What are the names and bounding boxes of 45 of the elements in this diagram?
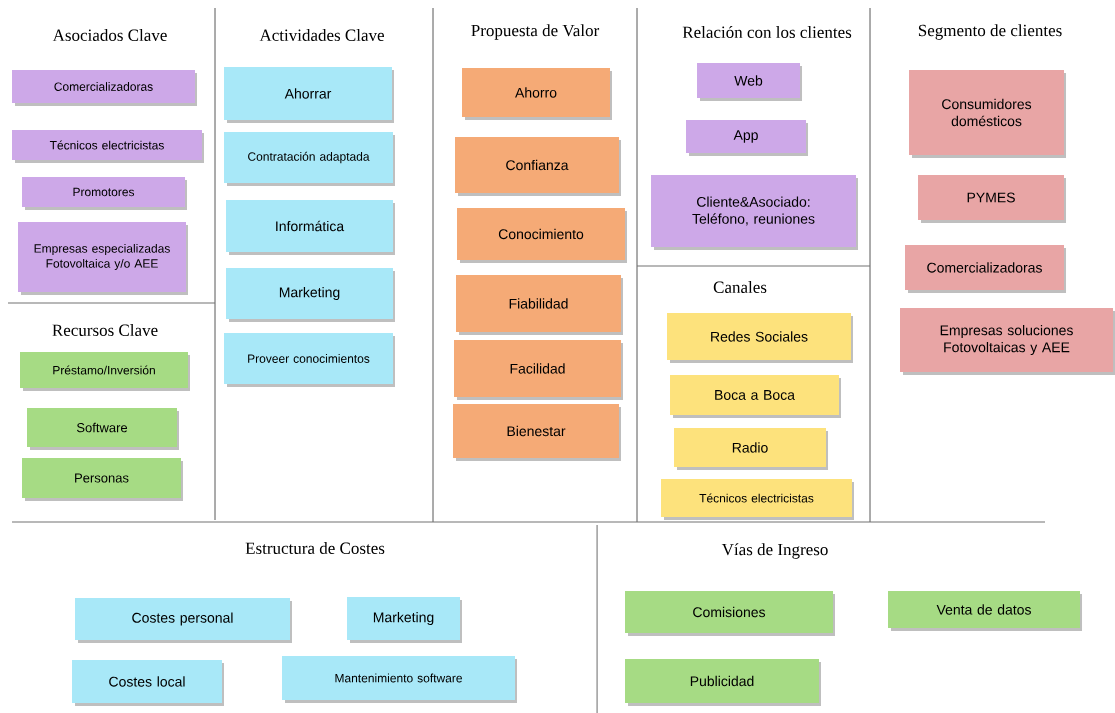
sticky-note: PYMES xyxy=(918,175,1066,223)
sticky-note: Mantenimiento software xyxy=(282,656,517,703)
sticky-note: Boca a Boca xyxy=(670,375,841,418)
section-heading: Relación con los clientes xyxy=(682,26,852,38)
sticky-note: App xyxy=(686,120,808,156)
sticky-note: Empresas soluciones Fotovoltaicas y AEE xyxy=(900,308,1115,375)
section-heading: Asociados Clave xyxy=(52,29,167,41)
sticky-note: Comisiones xyxy=(625,591,835,636)
sticky-note: Marketing xyxy=(347,597,462,643)
section-heading: Vías de Ingreso xyxy=(721,543,828,559)
section-heading: Propuesta de Valor xyxy=(471,24,600,40)
sticky-note: Redes Sociales xyxy=(667,313,853,363)
section-heading: Estructura de Costes xyxy=(245,542,385,554)
sticky-note: Costes personal xyxy=(75,598,292,643)
section-heading: Actividades Clave xyxy=(259,29,384,41)
sticky-note: Facilidad xyxy=(454,340,623,400)
sticky-note: Contratación adaptada xyxy=(224,132,395,186)
sticky-note: Costes local xyxy=(72,660,224,706)
sticky-note: Ahorro xyxy=(462,68,612,120)
sticky-note: Software xyxy=(27,408,179,450)
sticky-note: Proveer conocimientos xyxy=(224,333,395,387)
sticky-note: Préstamo/Inversión xyxy=(20,352,190,391)
sticky-note: Personas xyxy=(22,458,183,501)
sticky-note: Ahorrar xyxy=(224,67,394,123)
sticky-note: Fiabilidad xyxy=(456,275,623,335)
sticky-note: Comercializadoras xyxy=(12,70,197,106)
sticky-note: Técnicos electricistas xyxy=(661,479,854,520)
sticky-note: Empresas especializadas Fotovoltaica y/o AEE xyxy=(18,222,188,295)
sticky-note: Técnicos electricistas xyxy=(12,130,204,163)
sticky-note: Radio xyxy=(674,428,828,470)
sticky-note: Comercializadoras xyxy=(905,245,1066,293)
sticky-note: Cliente&Asociado: Teléfono, reuniones xyxy=(651,175,858,250)
sticky-note: Consumidores domésticos xyxy=(909,70,1066,158)
sticky-note: Promotores xyxy=(22,177,187,210)
sticky-note: Conocimiento xyxy=(457,208,627,263)
sticky-note: Marketing xyxy=(226,268,395,322)
section-heading: Segmento de clientes xyxy=(918,24,1062,40)
sticky-note: Web xyxy=(697,63,802,101)
sticky-note: Bienestar xyxy=(453,404,621,461)
sticky-note: Publicidad xyxy=(625,659,821,706)
section-heading: Canales xyxy=(713,281,767,293)
sticky-note: Venta de datos xyxy=(888,591,1082,631)
sticky-note: Informática xyxy=(226,200,395,255)
section-heading: Recursos Clave xyxy=(52,324,158,336)
sticky-note: Confianza xyxy=(455,137,621,196)
